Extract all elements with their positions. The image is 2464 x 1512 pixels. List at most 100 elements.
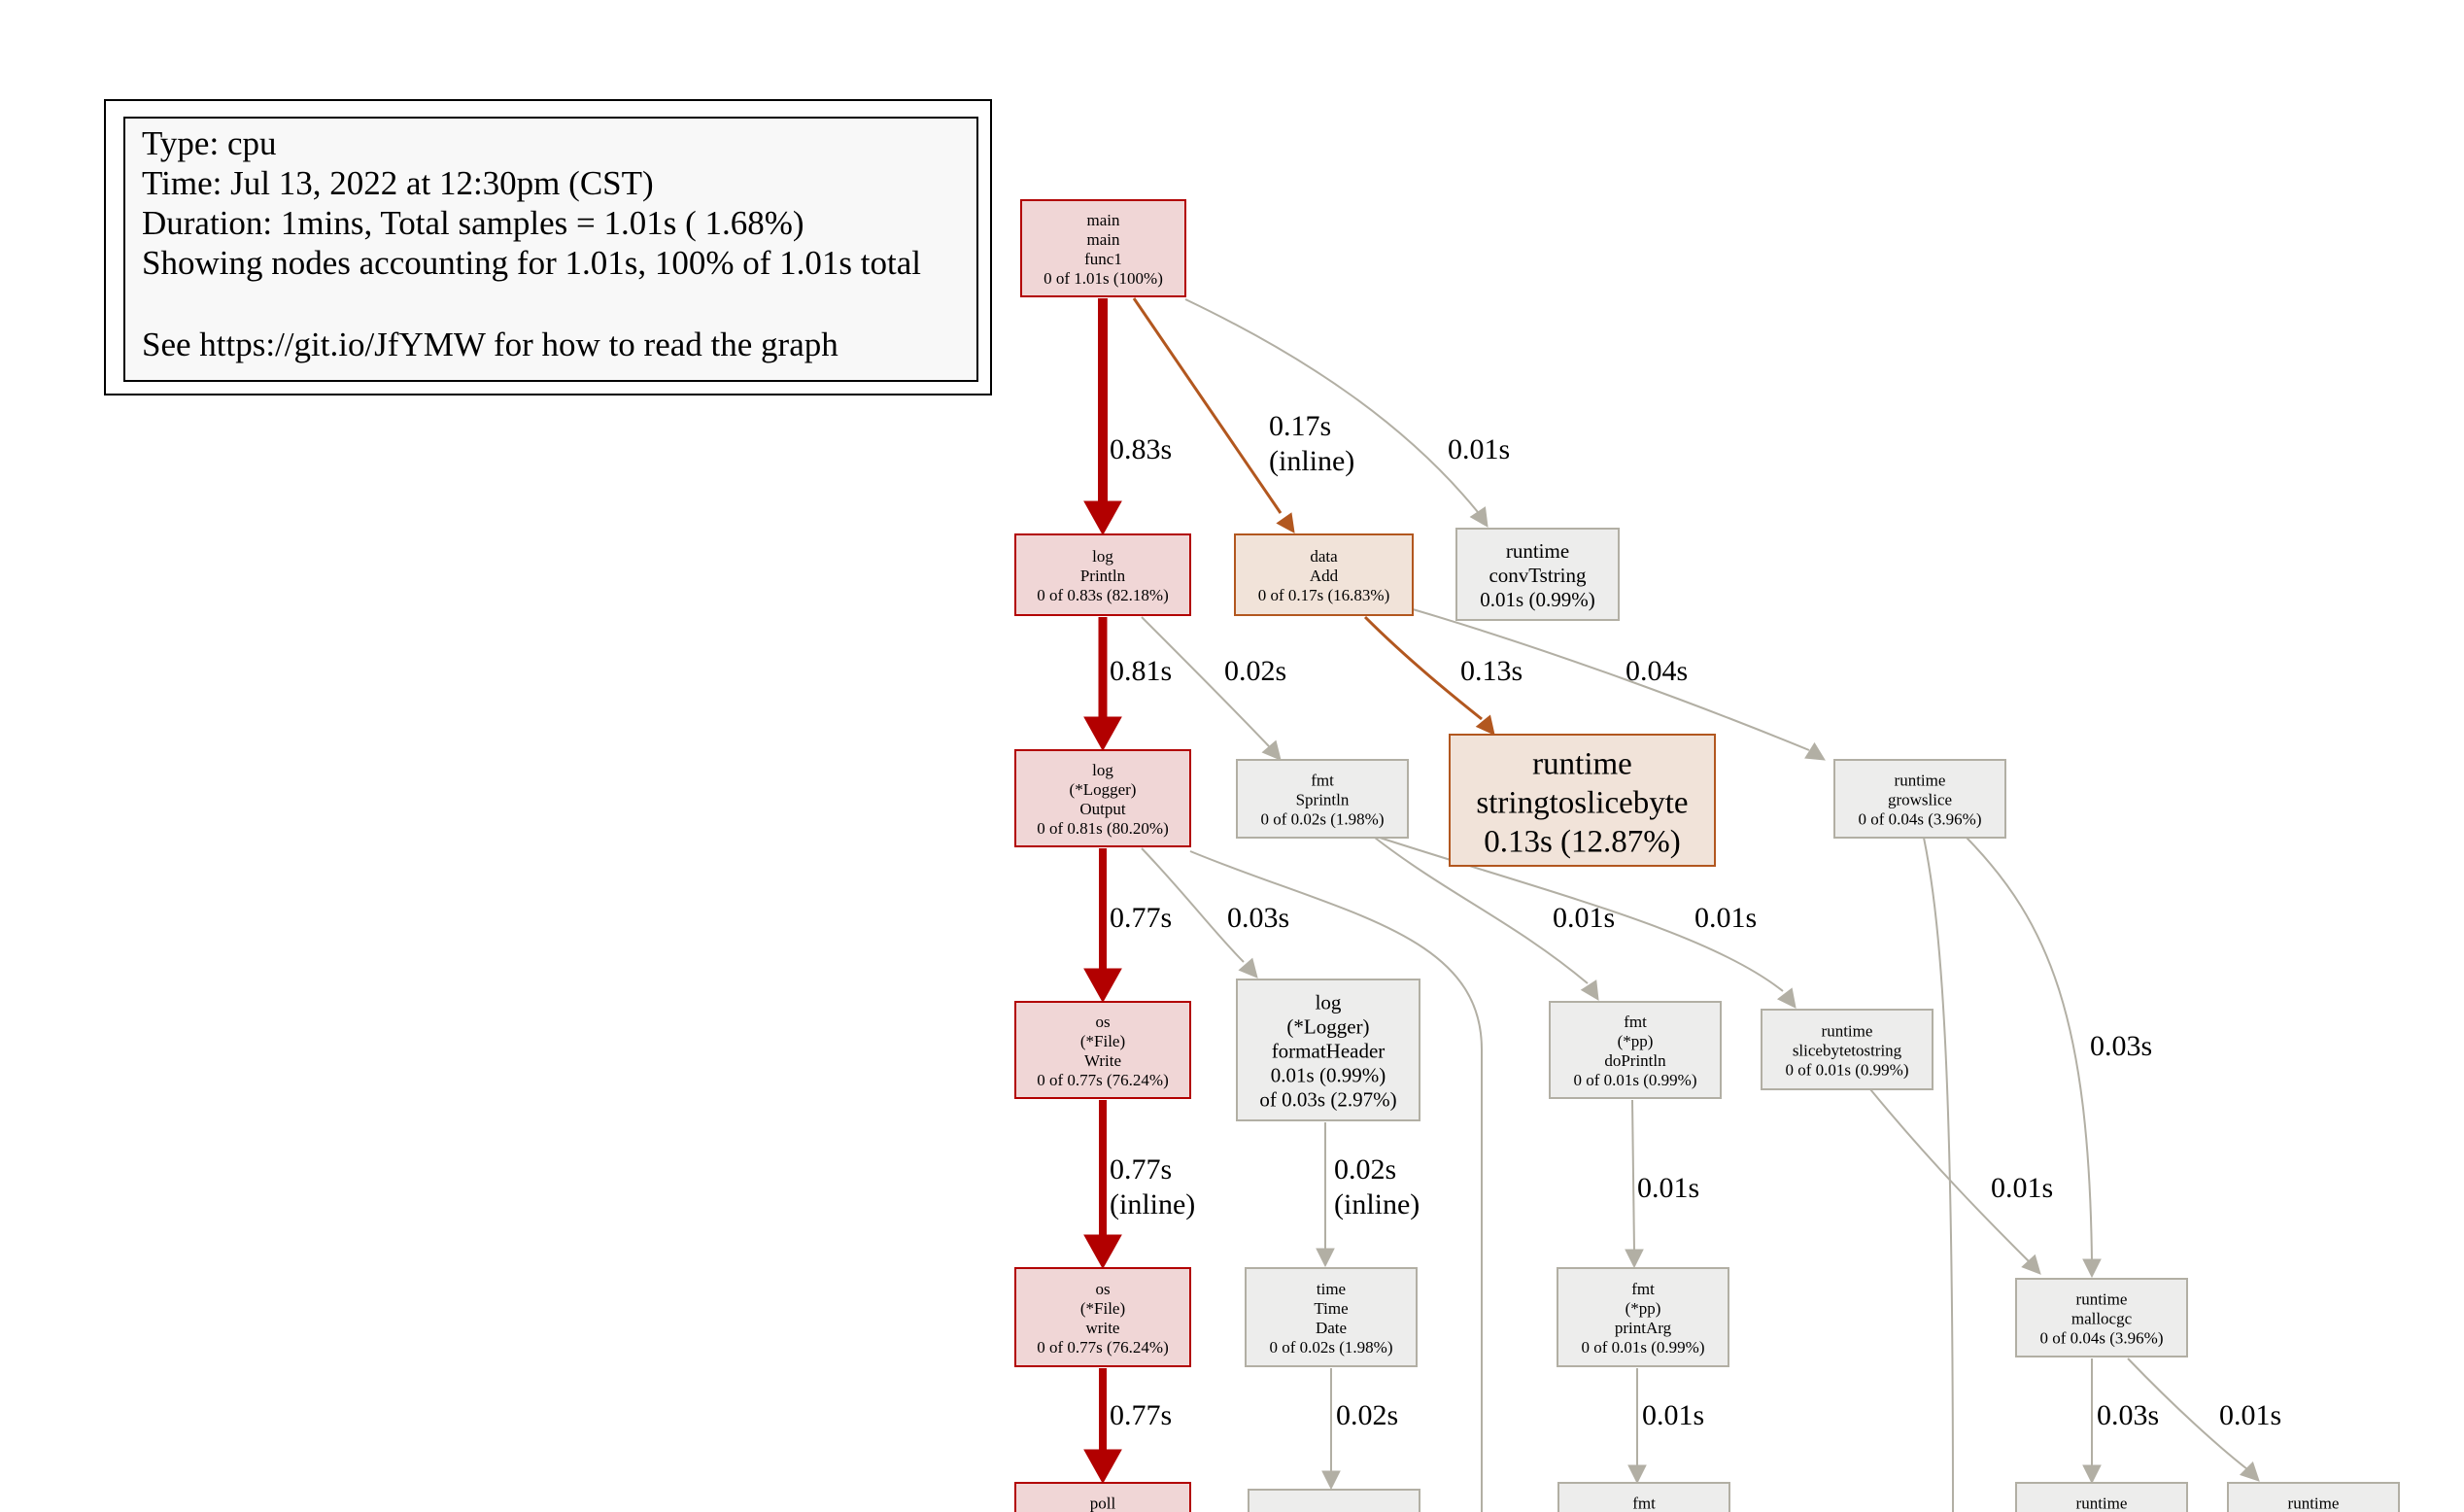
- node-runtime-mcache-1[interactable]: runtime(*mcache): [2015, 1482, 2188, 1512]
- node-time-partial[interactable]: Time: [1248, 1489, 1420, 1512]
- edge-label: 0.02s: [1334, 1153, 1396, 1186]
- node-label-line: Time: [1314, 1299, 1348, 1318]
- node-label-line: 0 of 0.83s (82.18%): [1037, 586, 1169, 604]
- node-label-line: Sprintln: [1296, 790, 1350, 808]
- node-label-line: Date: [1316, 1319, 1347, 1337]
- node-label-line: fmt: [1632, 1494, 1656, 1512]
- edge-e1: 0.83s: [1083, 298, 1172, 536]
- edge-e4: 0.81s: [1083, 617, 1172, 752]
- node-label-line: 0 of 0.81s (80.20%): [1037, 819, 1169, 838]
- edge-e7: 0.04s: [1412, 608, 1826, 761]
- node-label-line: (*Logger): [1286, 1015, 1369, 1039]
- node-label-line: convTstring: [1489, 564, 1587, 587]
- edge-e14: 0.02s(inline): [1316, 1122, 1420, 1268]
- edge-label: 0.83s: [1110, 433, 1172, 465]
- node-label-line: log: [1092, 761, 1113, 779]
- node-label-line: 0 of 0.01s (0.99%): [1785, 1060, 1908, 1079]
- node-label-line: runtime: [1895, 771, 1946, 789]
- edge-e2: 0.17s(inline): [1132, 297, 1354, 533]
- edge-growslice-to-offscreen: [1923, 837, 1954, 1512]
- edge-e17: 0.77s: [1083, 1368, 1172, 1485]
- node-label-line: (*pp): [1618, 1032, 1654, 1050]
- edge-label: 0.81s: [1110, 655, 1172, 687]
- node-label-line: 0 of 0.17s (16.83%): [1258, 586, 1390, 604]
- node-label-line: (*File): [1080, 1032, 1125, 1050]
- node-label-line: growslice: [1888, 790, 1952, 808]
- node-label-line: 0 of 0.77s (76.24%): [1037, 1338, 1169, 1357]
- edge-label: 0.02s: [1224, 655, 1286, 687]
- edge-label: 0.01s: [1553, 902, 1615, 934]
- node-label-line: 0 of 0.01s (0.99%): [1581, 1338, 1704, 1357]
- node-label-line: runtime: [1506, 539, 1569, 563]
- node-label-line: runtime: [2076, 1289, 2128, 1308]
- node-label-line: Write: [1084, 1051, 1121, 1070]
- node-label-line: runtime: [2076, 1494, 2128, 1512]
- edge-label: (inline): [1269, 445, 1354, 477]
- legend-line: Type: cpu: [142, 124, 276, 162]
- node-label-line: main: [1087, 230, 1120, 249]
- edge-label: 0.77s: [1110, 1153, 1172, 1186]
- edge-e9: 0.03s: [1141, 847, 1289, 979]
- edge-e13: 0.77s(inline): [1083, 1100, 1195, 1270]
- edge-label: (inline): [1110, 1188, 1195, 1220]
- node-label-line: poll: [1090, 1494, 1116, 1512]
- node-label-line: 0.01s (0.99%): [1480, 588, 1594, 611]
- edge-e8: 0.77s: [1083, 848, 1172, 1004]
- node-fmt-pp-partial[interactable]: fmt(*pp): [1557, 1482, 1730, 1512]
- node-label-line: 0.01s (0.99%): [1271, 1064, 1386, 1087]
- edge-label: 0.02s: [1336, 1399, 1398, 1431]
- node-label-line: doPrintln: [1604, 1051, 1666, 1070]
- edge-e19: 0.01s: [1627, 1368, 1704, 1485]
- edge-label: 0.03s: [2097, 1399, 2159, 1431]
- node-label-line: (*Logger): [1070, 780, 1137, 799]
- node-label-line: 0 of 1.01s (100%): [1044, 269, 1163, 288]
- edge-e18: 0.02s: [1321, 1368, 1398, 1491]
- node-label-line: slicebytetostring: [1793, 1041, 1902, 1059]
- node-label-line: 0 of 0.77s (76.24%): [1037, 1071, 1169, 1089]
- node-label-line: 0 of 0.04s (3.96%): [1858, 809, 1981, 828]
- edge-label: (inline): [1334, 1188, 1420, 1220]
- edge-label: 0.77s: [1110, 1399, 1172, 1431]
- node-label-line: runtime: [2288, 1494, 2340, 1512]
- node-label-line: 0 of 0.02s (1.98%): [1260, 809, 1384, 828]
- legend-line: Showing nodes accounting for 1.01s, 100%…: [142, 244, 921, 282]
- node-label-line: write: [1086, 1319, 1120, 1337]
- node-label-line: os: [1095, 1280, 1110, 1298]
- node-label-line: fmt: [1631, 1280, 1655, 1298]
- node-poll-fd[interactable]: poll(*FD): [1014, 1482, 1191, 1512]
- edge-label: 0.77s: [1110, 902, 1172, 934]
- node-runtime-mcache-2[interactable]: runtime(*mcache): [2227, 1482, 2400, 1512]
- edge-e10: 0.01s: [1374, 837, 1615, 1001]
- node-label-line: log: [1316, 991, 1342, 1014]
- node-label-line: os: [1095, 1013, 1110, 1031]
- node-label-line: fmt: [1311, 771, 1334, 789]
- node-label-line: func1: [1084, 250, 1122, 268]
- edge-label: 0.01s: [1991, 1172, 2053, 1204]
- node-label-line: Time: [1317, 1510, 1351, 1512]
- node-label-line: Output: [1079, 800, 1126, 818]
- edge-label: 0.01s: [1448, 433, 1510, 465]
- legend-line: See https://git.io/JfYMW for how to read…: [142, 326, 838, 363]
- edge-label: 0.03s: [2090, 1030, 2152, 1062]
- node-label-line: of 0.03s (2.97%): [1259, 1088, 1396, 1112]
- edge-e6: 0.13s: [1363, 615, 1523, 736]
- node-label-line: runtime: [1532, 746, 1632, 781]
- edge-label: 0.13s: [1460, 655, 1523, 687]
- node-label-line: runtime: [1822, 1021, 1873, 1040]
